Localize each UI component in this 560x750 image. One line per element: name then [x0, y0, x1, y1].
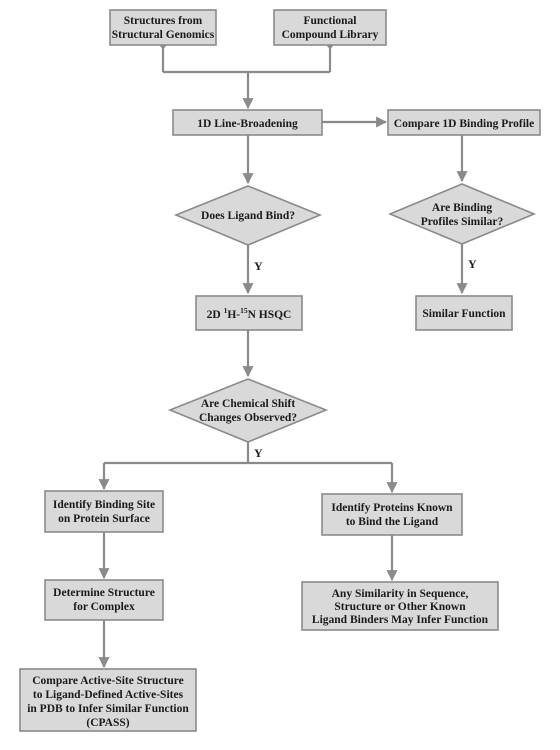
yes-label: Y [468, 257, 477, 271]
node-text: Changes Observed? [199, 412, 297, 424]
node-text: Profiles Similar? [421, 216, 504, 228]
node-shift-changes: Are Chemical Shift Changes Observed? [167, 378, 329, 443]
node-text: Are Chemical Shift [201, 398, 296, 410]
hsqc-suffix: N HSQC [248, 309, 292, 321]
hsqc-sup: 15 [240, 306, 248, 315]
yes-label: Y [254, 259, 263, 273]
node-text: to Ligand-Defined Active-Sites [33, 689, 184, 701]
node-text: on Protein Surface [58, 513, 150, 525]
node-text: Functional [303, 15, 356, 27]
node-text: Compare Active-Site Structure [32, 675, 184, 687]
node-similarity-infer: Any Similarity in Sequence, Structure or… [301, 581, 499, 631]
node-text: Similar Function [422, 308, 506, 320]
hsqc-prefix: 2D [207, 309, 224, 321]
node-text: Identify Proteins Known [331, 502, 453, 514]
hsqc-sup: 1 [224, 306, 228, 315]
node-text: for Complex [73, 601, 135, 613]
node-library: Functional Compound Library [273, 9, 387, 46]
hsqc-mid: H- [227, 309, 240, 321]
node-known-proteins: Identify Proteins Known to Bind the Liga… [321, 493, 463, 536]
node-hsqc: 2D 1H-15N HSQC [195, 295, 303, 331]
node-text: (CPASS) [86, 717, 129, 729]
node-compare-profile: Compare 1D Binding Profile [387, 109, 541, 136]
node-line-broadening: 1D Line-Broadening [172, 109, 323, 136]
node-text: Compare 1D Binding Profile [394, 118, 534, 130]
node-binding-site: Identify Binding Site on Protein Surface [44, 490, 164, 533]
node-text: Any Similarity in Sequence, [332, 588, 469, 600]
node-text: 1D Line-Broadening [197, 118, 298, 130]
node-text: 2D 1H-15N HSQC [207, 306, 292, 321]
node-text: Structure or Other Known [334, 601, 466, 613]
node-text: Determine Structure [53, 587, 155, 599]
node-structures: Structures from Structural Genomics [109, 9, 217, 46]
node-text: Are Binding [432, 202, 492, 214]
node-text: Structures from [124, 15, 203, 27]
node-text: Compound Library [282, 29, 379, 41]
node-text: Ligand Binders May Infer Function [312, 614, 489, 626]
yes-label: Y [254, 446, 263, 460]
node-text: Structural Genomics [112, 29, 215, 41]
node-determine-structure: Determine Structure for Complex [44, 579, 164, 621]
node-text: Does Ligand Bind? [201, 210, 295, 222]
node-compare-active: Compare Active-Site Structure to Ligand-… [19, 668, 197, 732]
node-similar-function: Similar Function [415, 295, 513, 331]
node-text: Identify Binding Site [53, 499, 155, 511]
node-profiles-similar: Are Binding Profiles Similar? [387, 183, 537, 245]
node-text: to Bind the Ligand [346, 516, 439, 528]
node-text: in PDB to Infer Similar Function [27, 703, 189, 715]
node-does-bind: Does Ligand Bind? [173, 185, 323, 246]
